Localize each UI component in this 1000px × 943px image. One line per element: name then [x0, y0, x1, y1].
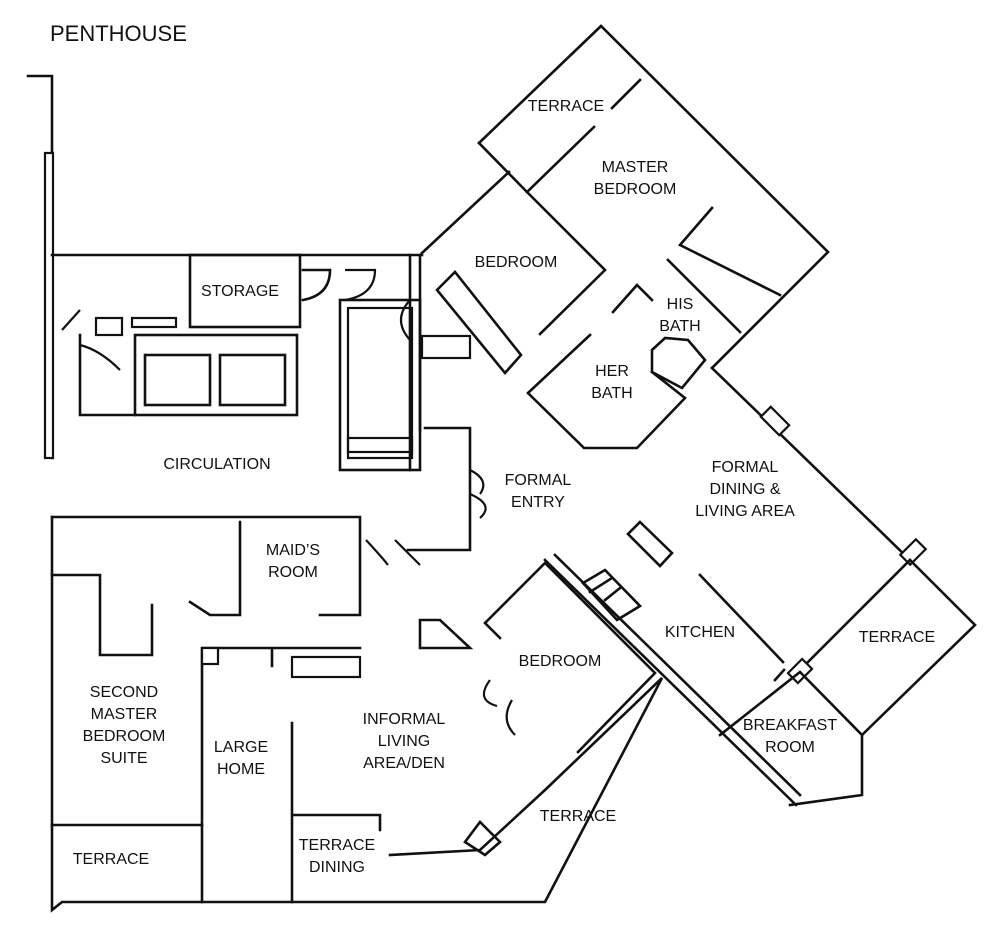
- terrace-right-divider: [798, 558, 912, 672]
- large-home-nook: [200, 646, 220, 666]
- label-kitchen: KITCHEN: [665, 624, 735, 641]
- her-bath-walls: [526, 333, 687, 450]
- elevator-1: [143, 353, 212, 407]
- label-terrace-right: TERRACE: [859, 629, 935, 646]
- closet-small-1: [94, 316, 124, 337]
- informal-living-closet: [418, 618, 474, 650]
- circulation-door: [61, 309, 121, 371]
- stair-inner: [346, 306, 414, 460]
- breakfast-room-walls: [718, 670, 864, 737]
- bedroom-lower-walls: [483, 561, 657, 754]
- bedroom-upper-walls: [420, 141, 607, 336]
- formal-entry-walls: [406, 426, 472, 552]
- maids-entry-door: [365, 539, 421, 566]
- his-bath-fixture: [650, 336, 707, 390]
- stair-landing: [346, 436, 414, 454]
- label-bedroom-upper: BEDROOM: [475, 254, 558, 271]
- label-terrace-bottom: TERRACE: [540, 808, 616, 825]
- plan-title: PENTHOUSE: [50, 21, 187, 46]
- left-wall-column: [43, 151, 55, 460]
- kitchen-counter: [626, 520, 786, 682]
- second-master-closet: [50, 573, 154, 657]
- stair-outer: [338, 298, 422, 472]
- stair-door-swing: [344, 268, 411, 341]
- label-bedroom-lower: BEDROOM: [519, 653, 602, 670]
- dining-wall: [710, 366, 912, 562]
- bedroom-upper-closet: [435, 270, 523, 376]
- formal-entry-door: [469, 469, 487, 519]
- terrace-top-divider: [525, 78, 642, 194]
- large-home-walls: [200, 646, 362, 827]
- storage-walls: [188, 253, 302, 329]
- kitchen-long-wall: [543, 553, 802, 807]
- elevator-2: [218, 353, 287, 407]
- hall-closet: [420, 334, 472, 360]
- dining-column-1: [759, 405, 791, 437]
- his-bath-walls: [611, 206, 782, 334]
- large-home-cabinet: [290, 655, 362, 679]
- label-terrace-top: TERRACE: [528, 98, 604, 115]
- label-circulation: CIRCULATION: [163, 456, 270, 473]
- kitchen-pantry: [580, 568, 643, 622]
- dining-column-2: [898, 537, 928, 567]
- label-storage: STORAGE: [201, 283, 279, 300]
- bedroom-lower-door: [482, 679, 516, 736]
- right-terrace-outline: [788, 558, 977, 807]
- closet-small-2: [130, 316, 178, 329]
- second-master-outline: [50, 515, 664, 913]
- label-terrace-left: TERRACE: [73, 851, 149, 868]
- circulation-left-wall: [78, 333, 137, 417]
- maids-room-walls: [50, 515, 362, 617]
- terrace-bottom-fixture: [463, 820, 502, 857]
- master-wing-outline: [477, 24, 830, 370]
- stair-side-wall: [408, 253, 422, 472]
- walls: [26, 24, 977, 913]
- storage-door-swing: [301, 268, 332, 302]
- elevator-bank: [133, 333, 299, 417]
- terrace-dining-walls: [290, 721, 382, 904]
